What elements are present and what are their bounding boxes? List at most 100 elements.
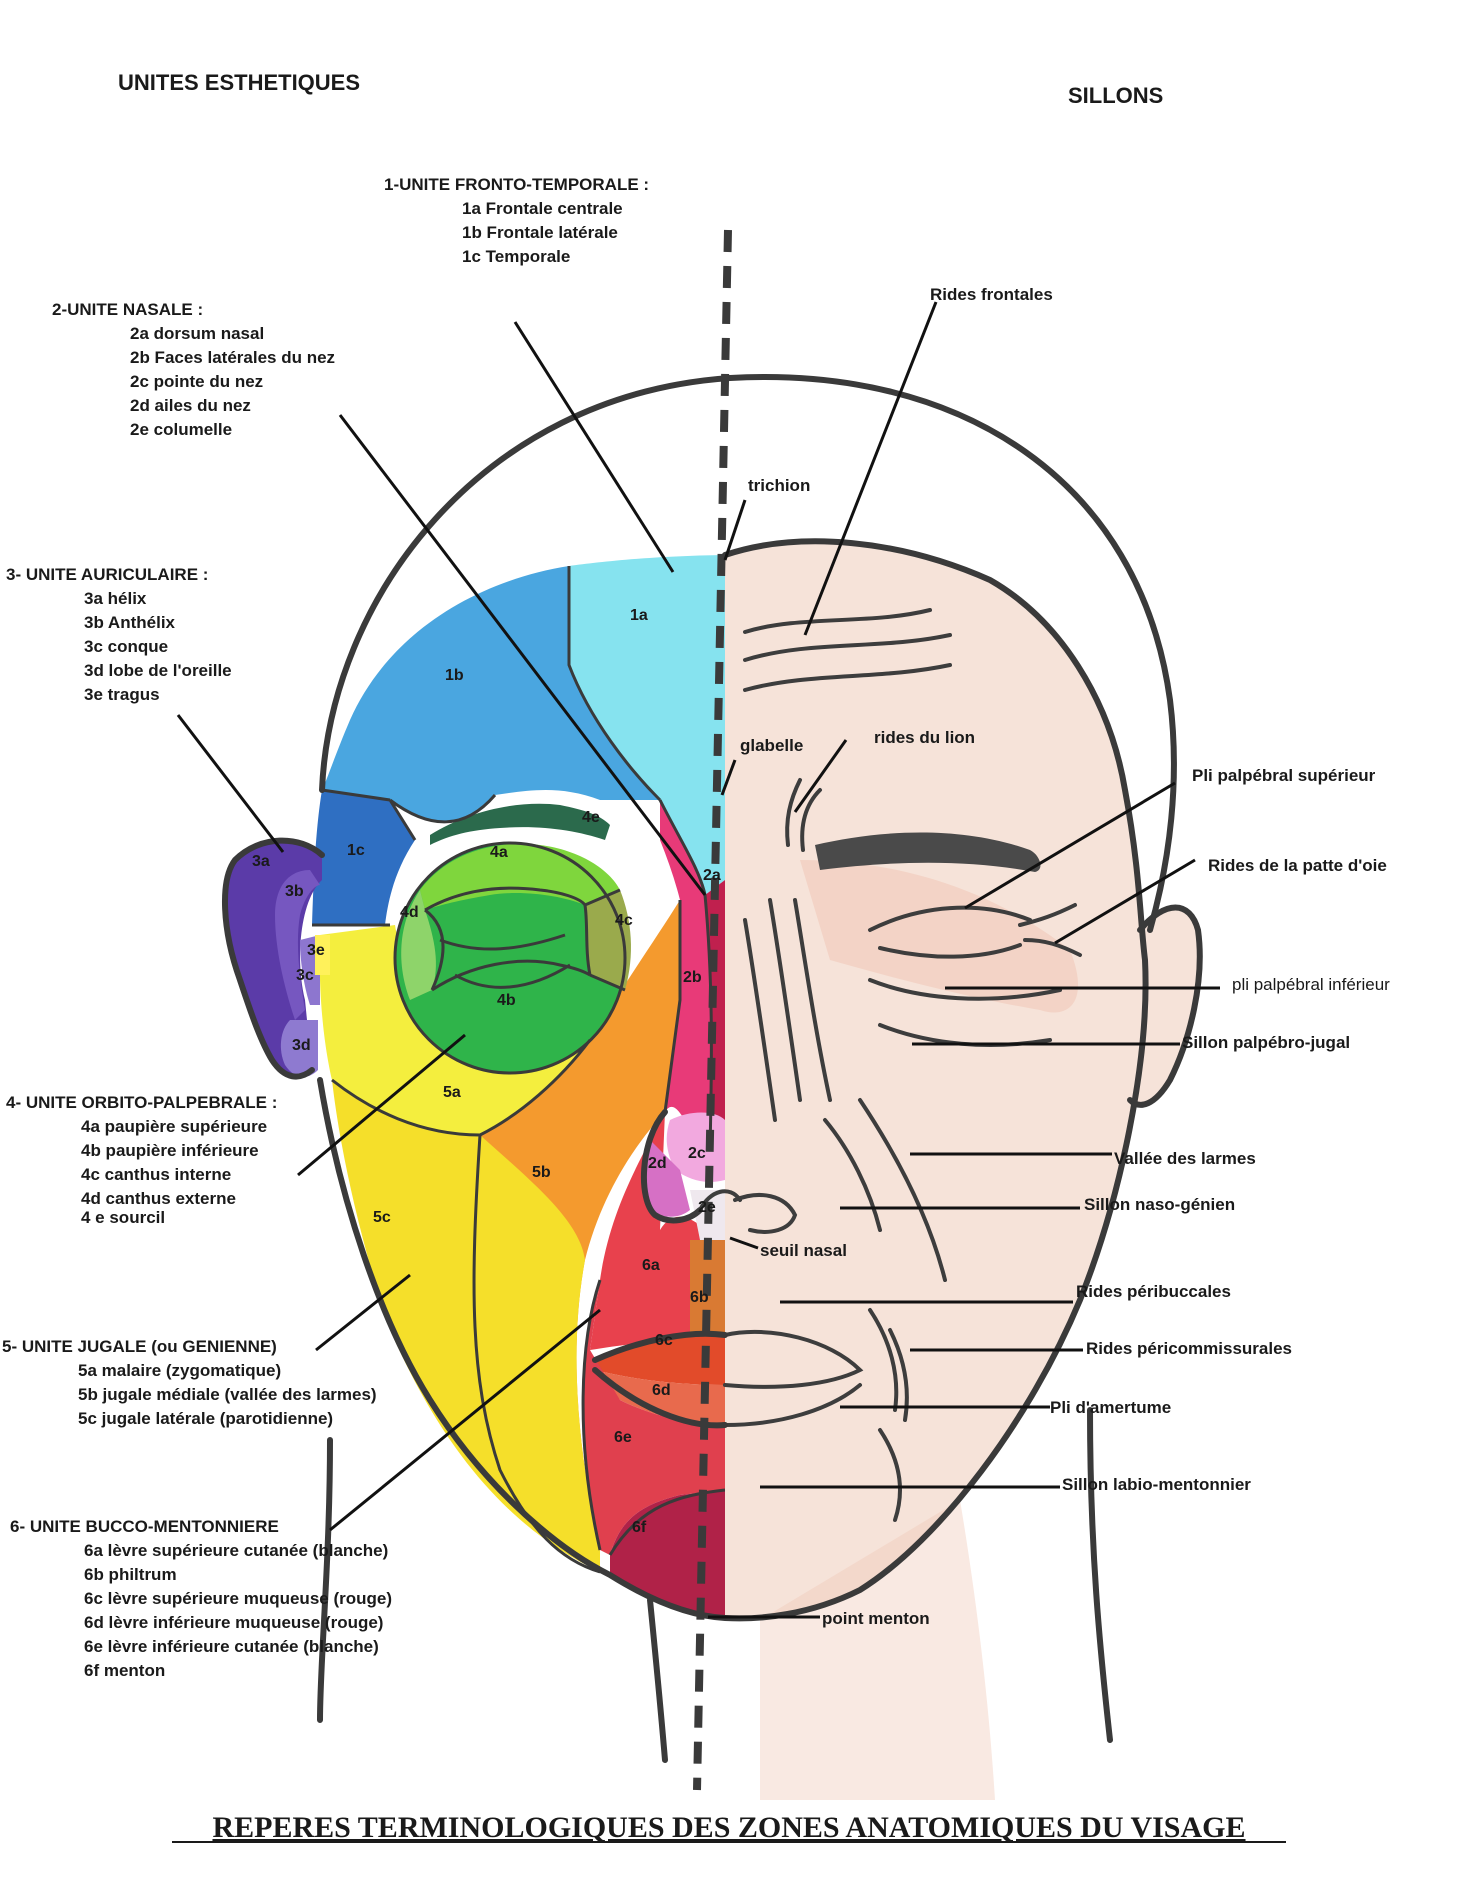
unit-3-item-e: 3e tragus bbox=[84, 685, 160, 704]
unit-2-title: 2-UNITE NASALE : bbox=[52, 300, 203, 319]
outlines bbox=[222, 229, 1177, 1791]
unit-6-item-c: 6c lèvre supérieure muqueuse (rouge) bbox=[84, 1589, 392, 1608]
ptr-4 bbox=[297, 1033, 466, 1177]
unit-2-item-b: 2b Faces latérales du nez bbox=[130, 348, 335, 367]
zone-label-1a: 1a bbox=[630, 607, 648, 624]
zone-label-6b: 6b bbox=[690, 1289, 709, 1306]
unit-4-item-d: 4d canthus externe bbox=[81, 1189, 236, 1208]
unit-1-list: 1-UNITE FRONTO-TEMPORALE : 1a Frontale c… bbox=[384, 175, 649, 266]
sillon-labio-mentonnier: Sillon labio-mentonnier bbox=[1062, 1475, 1251, 1494]
commissural-lines bbox=[868, 1308, 909, 1422]
zone-label-6f: 6f bbox=[632, 1519, 647, 1536]
zone-label-6a: 6a bbox=[642, 1257, 660, 1274]
nose-left-outline bbox=[640, 1109, 703, 1224]
zone-label-6d: 6d bbox=[652, 1382, 671, 1399]
ptr-trichion bbox=[723, 499, 747, 561]
unit-5-title: 5- UNITE JUGALE (ou GENIENNE) bbox=[2, 1337, 277, 1356]
sillon-rides-peribuccales: Rides péribuccales bbox=[1076, 1282, 1231, 1301]
sillon-vallee-des-larmes: Vallée des larmes bbox=[1114, 1149, 1256, 1168]
landmark-trichion: trichion bbox=[748, 476, 810, 495]
unit-1-item-a: 1a Frontale centrale bbox=[462, 199, 623, 218]
zone-label-2c: 2c bbox=[688, 1145, 706, 1162]
zone-label-4b: 4b bbox=[497, 992, 516, 1009]
zone-label-2a: 2a bbox=[703, 867, 721, 884]
sillon-palpebro-jugal: Sillon palpébro-jugal bbox=[1182, 1033, 1350, 1052]
ptr-6 bbox=[329, 1308, 601, 1532]
zone-3e bbox=[315, 935, 330, 975]
unit-6-item-b: 6b philtrum bbox=[84, 1565, 177, 1584]
zone-6c bbox=[595, 1333, 725, 1385]
right-lips bbox=[723, 1329, 864, 1427]
zone-label-6c: 6c bbox=[655, 1332, 673, 1349]
nasolabial-lines bbox=[823, 1098, 947, 1282]
unit-3-item-c: 3c conque bbox=[84, 637, 168, 656]
zone-4e bbox=[430, 803, 610, 845]
unit-5-item-c: 5c jugale latérale (parotidienne) bbox=[78, 1409, 333, 1428]
unit-4-title: 4- UNITE ORBITO-PALPEBRALE : bbox=[6, 1093, 277, 1112]
zone-4-outline bbox=[393, 841, 627, 1075]
page-title: REPERES TERMINOLOGIQUES DES ZONES ANATOM… bbox=[212, 1811, 1245, 1844]
ptr-5 bbox=[315, 1273, 411, 1352]
left-ear-outline bbox=[222, 837, 325, 1080]
unit-3-item-a: 3a hélix bbox=[84, 589, 147, 608]
unit-4-list: 4- UNITE ORBITO-PALPEBRALE : 4a paupière… bbox=[6, 1093, 277, 1227]
zone-boundaries bbox=[312, 566, 726, 1574]
zone-label-2e: 2e bbox=[698, 1199, 716, 1216]
sillon-rides-frontales: Rides frontales bbox=[930, 285, 1053, 304]
unit-1-title: 1-UNITE FRONTO-TEMPORALE : bbox=[384, 175, 649, 194]
unit-3-title: 3- UNITE AURICULAIRE : bbox=[6, 565, 208, 584]
sillon-rides-du-lion: rides du lion bbox=[874, 728, 975, 747]
unit-4-item-c: 4c canthus interne bbox=[81, 1165, 231, 1184]
unit-6-item-d: 6d lèvre inférieure muqueuse (rouge) bbox=[84, 1613, 383, 1632]
zone-label-3a: 3a bbox=[252, 853, 270, 870]
unit-3-item-b: 3b Anthélix bbox=[84, 613, 176, 632]
bitterness-fold bbox=[878, 1428, 902, 1522]
unit-6-item-e: 6e lèvre inférieure cutanée (blanche) bbox=[84, 1637, 379, 1656]
ptr-rides-lion bbox=[793, 739, 848, 813]
ptr-patte-oie bbox=[1054, 858, 1196, 945]
zone-3d bbox=[280, 1020, 318, 1077]
skin-fill bbox=[725, 541, 1146, 1619]
neck-right bbox=[1087, 1407, 1113, 1743]
zone-2d bbox=[641, 1140, 690, 1217]
eye-wrinkles bbox=[868, 903, 1082, 959]
sillon-pli-palpebral-inferieur: pli palpébral inférieur bbox=[1232, 975, 1390, 994]
unit-2-item-e: 2e columelle bbox=[130, 420, 232, 439]
zone-label-3d: 3d bbox=[292, 1037, 311, 1054]
unit-2-list: 2-UNITE NASALE : 2a dorsum nasal 2b Face… bbox=[52, 300, 335, 439]
zone-4d bbox=[401, 890, 436, 1000]
zone-6e bbox=[583, 1280, 725, 1555]
right-eyebrow bbox=[815, 832, 1041, 872]
zone-label-3c: 3c bbox=[296, 967, 314, 984]
unit-3-list: 3- UNITE AURICULAIRE : 3a hélix 3b Anthé… bbox=[6, 565, 232, 704]
ptr-seuil bbox=[729, 1236, 759, 1250]
zone-label-5c: 5c bbox=[373, 1209, 391, 1226]
ptr-1 bbox=[513, 321, 675, 573]
unit-2-item-d: 2d ailes du nez bbox=[130, 396, 251, 415]
zone-label-4e: 4e bbox=[582, 809, 600, 826]
right-ear-outline bbox=[1127, 904, 1203, 1108]
zone-1a bbox=[569, 555, 725, 895]
zone-1c bbox=[312, 790, 415, 925]
nasal-side-lines bbox=[743, 898, 832, 1122]
unit-3-item-d: 3d lobe de l'oreille bbox=[84, 661, 232, 680]
zone-label-1c: 1c bbox=[347, 842, 365, 859]
left-lips-outline bbox=[592, 1330, 728, 1429]
unit-6-title: 6- UNITE BUCCO-MENTONNIERE bbox=[10, 1517, 279, 1536]
ptr-pli-sup bbox=[964, 781, 1176, 910]
zone-6a bbox=[590, 1112, 705, 1350]
skin-shade-neck bbox=[760, 1500, 995, 1800]
ptr-2 bbox=[338, 414, 707, 896]
zone-label-1b: 1b bbox=[445, 667, 464, 684]
unit-4-item-a: 4a paupière supérieure bbox=[81, 1117, 267, 1136]
ptr-3 bbox=[176, 714, 285, 853]
zone-label-4c: 4c bbox=[615, 912, 633, 929]
zone-label-4a: 4a bbox=[490, 844, 508, 861]
unit-4-item-e: 4 e sourcil bbox=[81, 1208, 165, 1227]
zone-labels: 1a 1b 1c 2a 2b 2c 2d 2e 3a 3b 3c 3d 3e 4… bbox=[252, 607, 721, 1536]
zone-3b bbox=[275, 870, 320, 1020]
unit-1-item-c: 1c Temporale bbox=[462, 247, 570, 266]
zone-label-4d: 4d bbox=[400, 904, 419, 921]
